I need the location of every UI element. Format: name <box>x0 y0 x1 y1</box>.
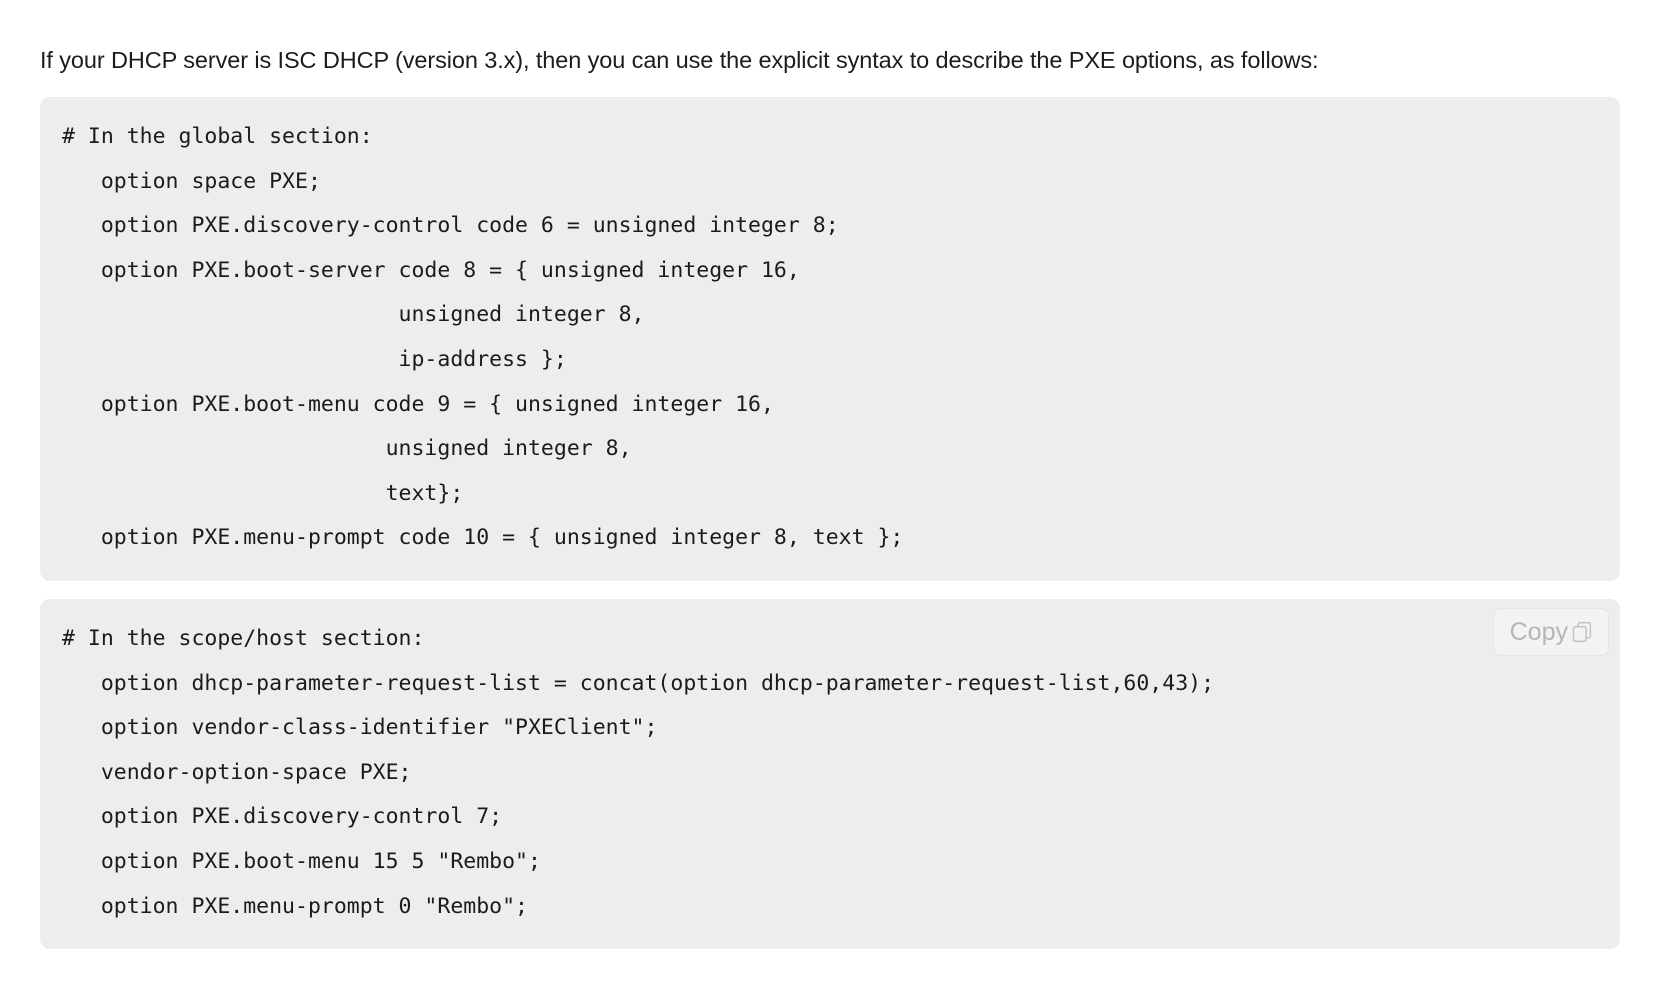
code-block-scope-host-section: Copy # In the scope/host section: option… <box>40 598 1620 950</box>
copy-icon <box>1570 618 1596 646</box>
intro-paragraph: If your DHCP server is ISC DHCP (version… <box>40 46 1319 73</box>
code-block-global-section: # In the global section: option space PX… <box>40 97 1620 581</box>
code-content-scope-host-section[interactable]: # In the scope/host section: option dhcp… <box>62 625 1215 919</box>
copy-button[interactable]: Copy <box>1492 607 1609 656</box>
document-page: If your DHCP server is ISC DHCP (version… <box>0 24 1660 996</box>
code-content-global-section[interactable]: # In the global section: option space PX… <box>62 124 904 551</box>
copy-button-label: Copy <box>1509 617 1568 646</box>
